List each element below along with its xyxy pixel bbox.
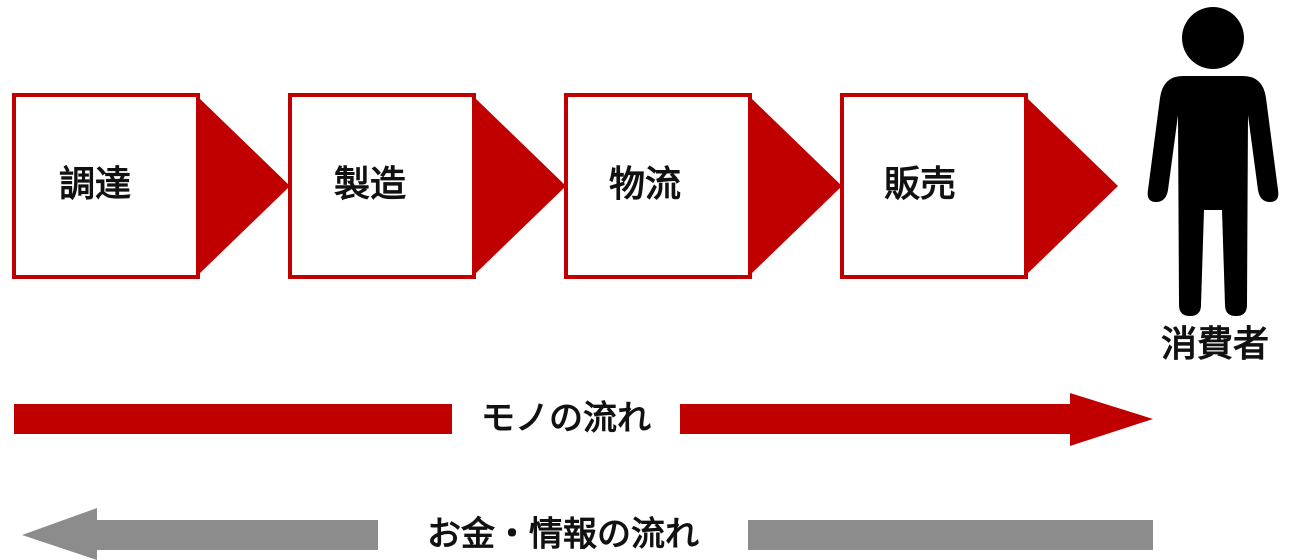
- stage-box: [288, 93, 476, 279]
- goods-flow-head: [1070, 393, 1153, 446]
- goods-flow-label: モノの流れ: [481, 399, 651, 439]
- stage-sales: 販売: [840, 93, 1118, 279]
- stage-label: 販売: [884, 164, 956, 205]
- money-info-flow-label: お金・情報の流れ: [427, 515, 699, 555]
- stage-manufacturing: 製造: [288, 93, 566, 279]
- stage-box: [12, 93, 200, 279]
- stage-procurement: 調達: [12, 93, 290, 279]
- stage-box: [564, 93, 752, 279]
- goods-flow-shaft-left: [14, 404, 452, 434]
- money-info-flow-shaft-left: [90, 520, 378, 550]
- stage-label: 物流: [609, 164, 681, 205]
- stage-label: 調達: [59, 164, 131, 205]
- consumer-label: 消費者: [1161, 324, 1269, 365]
- goods-flow-arrow: [14, 393, 1153, 446]
- goods-flow-shaft-right: [680, 404, 1080, 434]
- stage-arrow-head: [198, 97, 290, 275]
- stage-label: 製造: [334, 164, 406, 205]
- money-info-flow-arrow: [22, 508, 1153, 560]
- stage-arrow-head: [474, 97, 566, 275]
- stage-logistics: 物流: [564, 93, 842, 279]
- money-info-flow-head: [22, 508, 97, 560]
- person-icon: [1147, 7, 1279, 316]
- stage-arrow-head: [750, 97, 842, 275]
- money-info-flow-shaft-right: [748, 520, 1153, 550]
- stage-arrow-head: [1026, 97, 1118, 275]
